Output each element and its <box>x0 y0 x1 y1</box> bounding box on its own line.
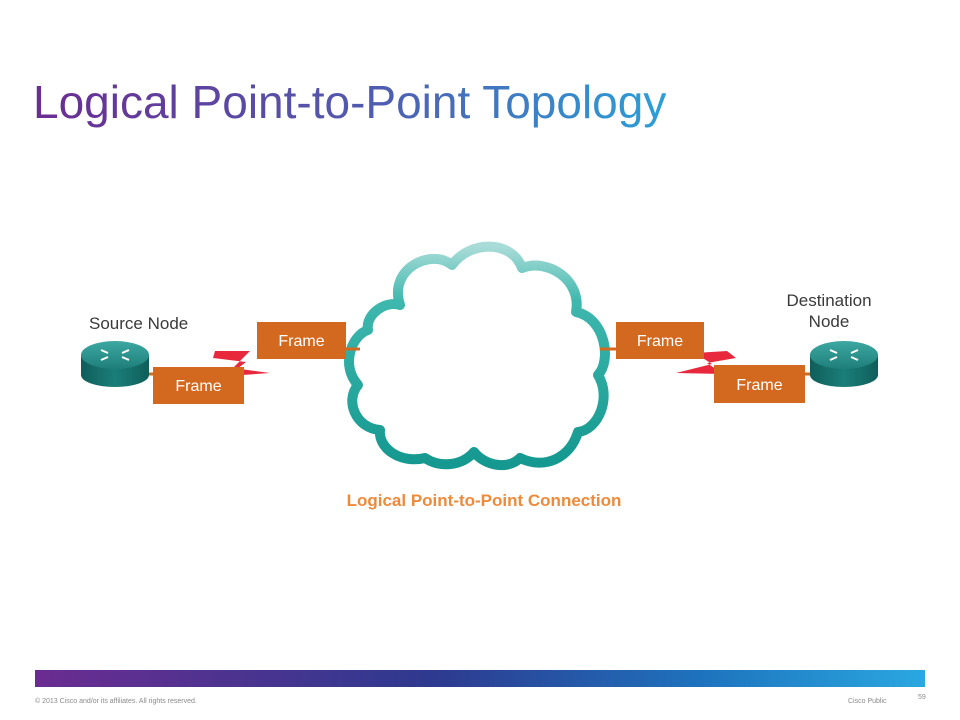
router-icon <box>810 341 878 387</box>
connection-label: Logical Point-to-Point Connection <box>347 491 622 510</box>
frame-label: Frame <box>175 378 221 395</box>
serial-link-icon <box>213 351 270 376</box>
frame-box: Frame <box>616 322 704 359</box>
frame-box: Frame <box>714 365 805 403</box>
destination-node-label: Destination <box>786 291 871 310</box>
source-node-label: Source Node <box>89 314 188 333</box>
copyright-text: © 2013 Cisco and/or its affiliates. All … <box>35 698 197 705</box>
serial-link-icon <box>676 351 736 374</box>
page-number: 59 <box>918 694 926 701</box>
router-icon <box>81 341 149 387</box>
footer-gradient-bar <box>35 670 925 687</box>
frame-label: Frame <box>278 333 324 350</box>
frame-box: Frame <box>153 367 244 404</box>
frame-box: Frame <box>257 322 346 359</box>
destination-node-label: Node <box>809 312 850 331</box>
classification-text: Cisco Public <box>848 698 887 705</box>
slide-title: Logical Point-to-Point Topology <box>33 72 666 132</box>
frame-label: Frame <box>736 377 782 394</box>
cloud-icon <box>344 241 610 471</box>
frame-label: Frame <box>637 333 683 350</box>
